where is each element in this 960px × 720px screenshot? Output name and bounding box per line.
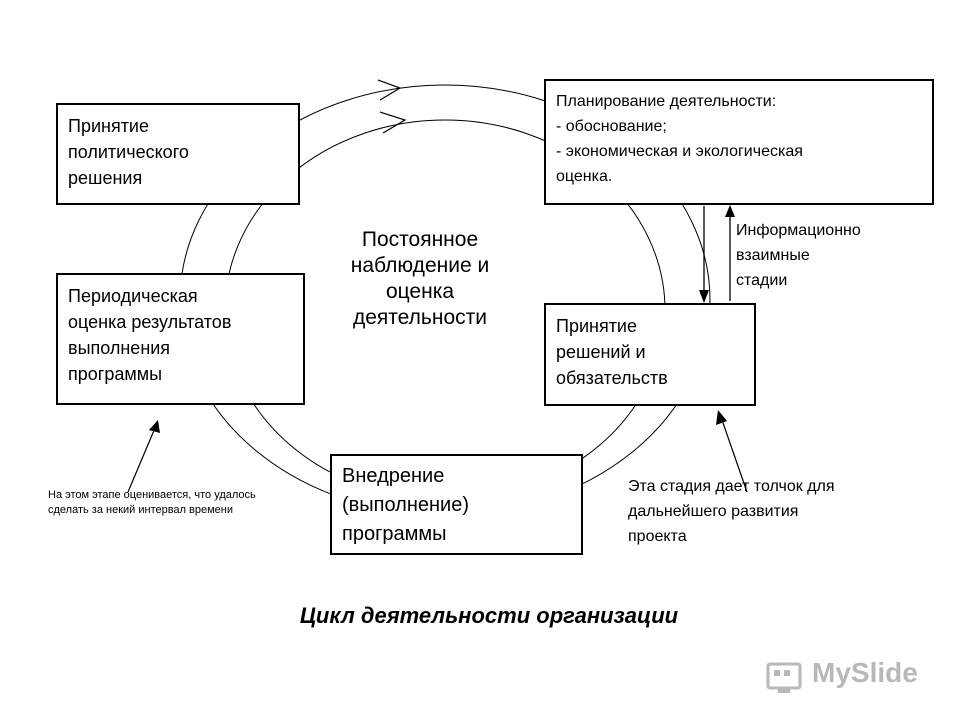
center-monitoring-text: Постоянное наблюдение и оценка деятельно…	[350, 228, 490, 329]
arrowhead-up	[725, 205, 735, 217]
evaluation-pointer-line	[127, 427, 156, 493]
decisions-commitments-text: Принятие решений и обязательств	[556, 316, 668, 388]
planning-text: Планирование деятельности: - обоснование…	[556, 93, 803, 185]
periodic-evaluation-box: Периодическая оценка результатов выполне…	[56, 273, 305, 405]
diagram-caption: Цикл деятельности организации	[299, 603, 679, 628]
watermark-text: MySlide	[812, 657, 918, 688]
outer-ring-arrowhead	[377, 79, 402, 101]
info-exchange-label: Информационно взаимные стадии	[736, 222, 861, 289]
stage-pointer-line	[721, 419, 748, 493]
periodic-evaluation-text: Периодическая оценка результатов выполне…	[68, 286, 232, 384]
stage-push-annotation: Эта стадия дает толчок для дальнейшего р…	[628, 478, 835, 545]
stage-pointer-head	[716, 410, 727, 425]
political-decision-box: Принятие политического решения	[56, 103, 300, 205]
implementation-text: Внедрение (выполнение) программы	[342, 465, 470, 545]
inner-ring-arrowhead	[379, 111, 407, 134]
political-decision-text: Принятие политического решения	[68, 116, 189, 188]
watermark-logo-icon	[766, 662, 802, 693]
arrowhead-down	[699, 290, 709, 303]
planning-box: Планирование деятельности: - обоснование…	[544, 79, 934, 205]
implementation-box: Внедрение (выполнение) программы	[330, 454, 583, 555]
decisions-commitments-box: Принятие решений и обязательств	[544, 303, 756, 406]
evaluation-pointer-head	[149, 420, 160, 433]
evaluation-annotation: На этом этапе оценивается, что удалось с…	[48, 489, 256, 516]
